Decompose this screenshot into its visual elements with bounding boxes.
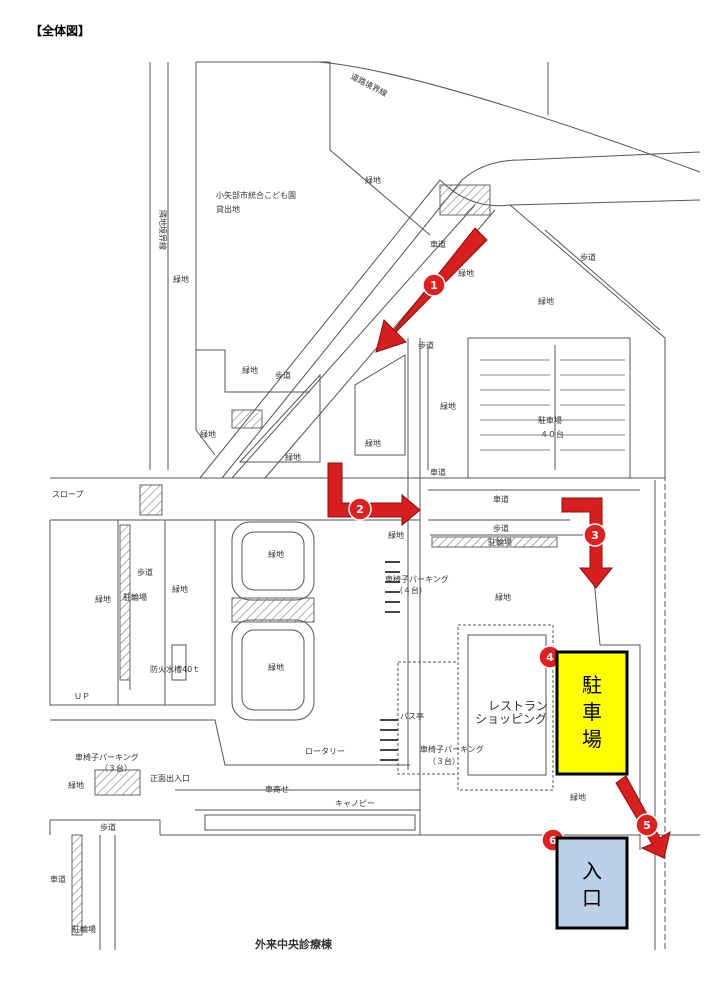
entrance-highlight: 入 口 [555, 836, 629, 930]
entrance-char-1: 入 [582, 859, 602, 883]
bicycle-parking-label: 駐輪場 [488, 537, 512, 547]
drop-off-label: 車寄せ [265, 784, 289, 794]
green-label: 緑地 [365, 175, 381, 185]
green-label: 緑地 [268, 549, 284, 559]
route-arrow-2 [327, 462, 421, 527]
kodomoen-label: 小矢部市統合こども園 [216, 190, 296, 200]
marker-5: 5 [635, 813, 659, 837]
marker-1: 1 [422, 273, 446, 297]
wheelchair-parking-capacity: （４台） [395, 585, 427, 595]
bicycle-parking-label: 駐輪場 [72, 924, 96, 934]
canopy-label: キャノピー [335, 799, 375, 808]
shopping-label: ショッピング [475, 712, 547, 726]
base-drawing [49, 61, 701, 950]
green-label: 緑地 [495, 592, 511, 602]
green-label: 緑地 [268, 662, 284, 672]
green-label: 緑地 [388, 530, 404, 540]
markers: 1 2 3 4 5 6 [348, 273, 659, 852]
roadway-label: 車道 [430, 467, 446, 477]
roadway-label: 車道 [493, 494, 509, 504]
wheelchair-parking-label: 車椅子パーキング [420, 744, 484, 754]
up-label: ＵＰ [74, 692, 90, 701]
parking-char-1: 駐 [582, 673, 602, 697]
restaurant-label: レストラン [488, 699, 548, 713]
green-label: 緑地 [68, 780, 84, 790]
wheelchair-parking-capacity: （３台） [100, 763, 132, 773]
page-title: 【全体図】 [30, 24, 91, 38]
svg-text:5: 5 [643, 819, 651, 832]
entrance-char-2: 口 [582, 886, 602, 910]
green-label: 緑地 [285, 452, 301, 462]
svg-text:3: 3 [591, 529, 599, 542]
sidewalk-label: 歩道 [418, 340, 434, 350]
sidewalk-label: 歩道 [275, 370, 291, 380]
outpatient-building-label: 外来中央診療棟 [254, 937, 333, 951]
sidewalk-label: 歩道 [493, 523, 509, 533]
rotary-label: ロータリー [305, 747, 345, 756]
parking-char-3: 場 [582, 727, 602, 751]
parking-char-2: 車 [582, 700, 602, 724]
svg-text:2: 2 [356, 503, 364, 516]
green-label: 緑地 [172, 584, 188, 594]
site-boundary-label: 隣地境界線 [158, 210, 168, 250]
bicycle-parking-label: 駐輪場 [123, 592, 147, 602]
svg-text:4: 4 [546, 651, 554, 664]
sidewalk-label: 歩道 [137, 567, 153, 577]
green-label: 緑地 [538, 296, 554, 306]
green-label: 緑地 [200, 429, 216, 439]
svg-text:6: 6 [549, 834, 557, 847]
lease-label: 貸出地 [216, 204, 240, 214]
svg-text:1: 1 [430, 279, 438, 292]
slope-label: スロープ [52, 490, 84, 499]
green-label: 緑地 [242, 365, 258, 375]
sidewalk-label: 歩道 [100, 822, 116, 832]
green-label: 緑地 [173, 274, 189, 284]
green-label: 緑地 [365, 438, 381, 448]
parking-highlight: 駐 車 場 [555, 650, 629, 776]
green-label: 緑地 [570, 792, 586, 802]
roadway-label: 車道 [50, 874, 66, 884]
wheelchair-parking-label: 車椅子パーキング [75, 752, 139, 762]
map-labels: 道路境界線 隣地境界線 小矢部市統合こども園 貸出地 緑地 緑地 緑地 緑地 緑… [50, 71, 596, 934]
green-label: 緑地 [95, 594, 111, 604]
main-entrance-label: 正面出入口 [150, 773, 190, 783]
parking-lot-label: 駐車場 [538, 415, 562, 425]
wheelchair-parking-label: 車椅子パーキング [385, 574, 449, 584]
restaurant-labels: レストラン ショッピング [475, 699, 548, 726]
road-boundary-label: 道路境界線 [349, 71, 389, 99]
parking-lot-capacity: ４０台 [540, 429, 564, 439]
wheelchair-parking-capacity: （３台） [428, 756, 460, 766]
marker-3: 3 [583, 523, 607, 547]
sidewalk-label: 歩道 [580, 252, 596, 262]
marker-2: 2 [348, 497, 372, 521]
bus-stop-label: バス亭 [400, 711, 424, 721]
green-label: 緑地 [440, 401, 456, 411]
green-label: 緑地 [458, 268, 474, 278]
fire-tank-label: 防火水槽40ｔ [150, 664, 200, 674]
roadway-label: 車道 [430, 239, 446, 249]
